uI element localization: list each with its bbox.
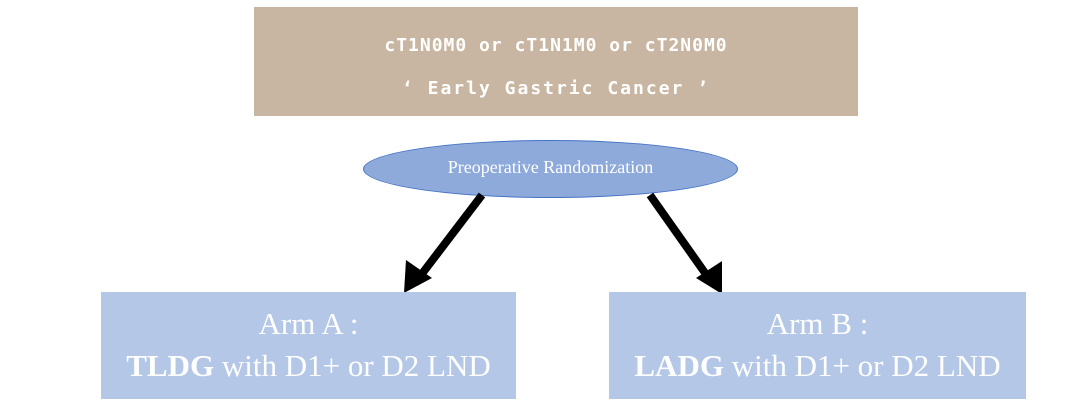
arm-b-procedure: LADG bbox=[634, 348, 724, 383]
arm-a-description: TLDG with D1+ or D2 LND bbox=[101, 348, 516, 384]
arm-a-box: Arm A : TLDG with D1+ or D2 LND bbox=[101, 292, 516, 399]
arm-a-procedure: TLDG bbox=[126, 348, 215, 383]
arrowhead-arm-a bbox=[404, 260, 432, 293]
eligibility-box: cT1N0M0 or cT1N1M0 or cT2N0M0 ‘ Early Ga… bbox=[254, 7, 858, 116]
randomization-label: Preoperative Randomization bbox=[447, 157, 654, 177]
arm-a-detail: with D1+ or D2 LND bbox=[214, 348, 491, 383]
arm-b-detail: with D1+ or D2 LND bbox=[723, 348, 1001, 383]
arrow-to-arm-b bbox=[646, 192, 714, 283]
eligibility-staging: cT1N0M0 or cT1N1M0 or cT2N0M0 bbox=[384, 35, 728, 56]
arrow-to-arm-a bbox=[414, 192, 486, 282]
arm-b-title: Arm B : bbox=[766, 306, 869, 341]
arm-b-box: Arm B : LADG with D1+ or D2 LND bbox=[609, 292, 1026, 399]
arm-a-title: Arm A : bbox=[258, 306, 359, 341]
arm-b-description: LADG with D1+ or D2 LND bbox=[609, 348, 1026, 384]
eligibility-label: ‘ Early Gastric Cancer ’ bbox=[401, 78, 711, 99]
randomization-node: Preoperative Randomization bbox=[363, 140, 738, 198]
arrowhead-arm-b bbox=[696, 261, 722, 294]
